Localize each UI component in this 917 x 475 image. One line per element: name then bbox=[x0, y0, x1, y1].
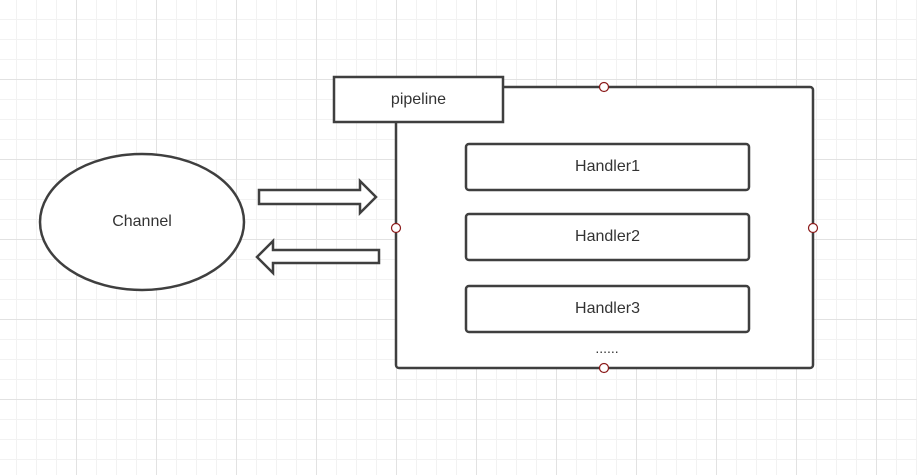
channel-ellipse[interactable] bbox=[38, 152, 246, 292]
handler-label-1: Handler1 bbox=[575, 158, 640, 175]
anchor-point-right[interactable] bbox=[807, 222, 819, 234]
pipeline-label: pipeline bbox=[390, 91, 447, 108]
anchor-point-top[interactable] bbox=[598, 81, 610, 93]
arrow-right-icon[interactable] bbox=[257, 177, 378, 217]
handler-label-2: Handler2 bbox=[575, 228, 640, 245]
handler-box-3[interactable] bbox=[464, 284, 751, 334]
anchor-point-bottom[interactable] bbox=[598, 362, 610, 374]
handler-box-1[interactable] bbox=[464, 142, 751, 192]
more-handlers-ellipsis: ...... bbox=[595, 340, 619, 356]
anchor-point-left[interactable] bbox=[390, 222, 402, 234]
handler-label-3: Handler3 bbox=[575, 300, 640, 317]
channel-label: Channel bbox=[112, 213, 172, 230]
handler-box-2[interactable] bbox=[464, 212, 751, 262]
arrow-left-icon[interactable] bbox=[255, 237, 381, 277]
pipeline-tab[interactable] bbox=[332, 75, 505, 124]
